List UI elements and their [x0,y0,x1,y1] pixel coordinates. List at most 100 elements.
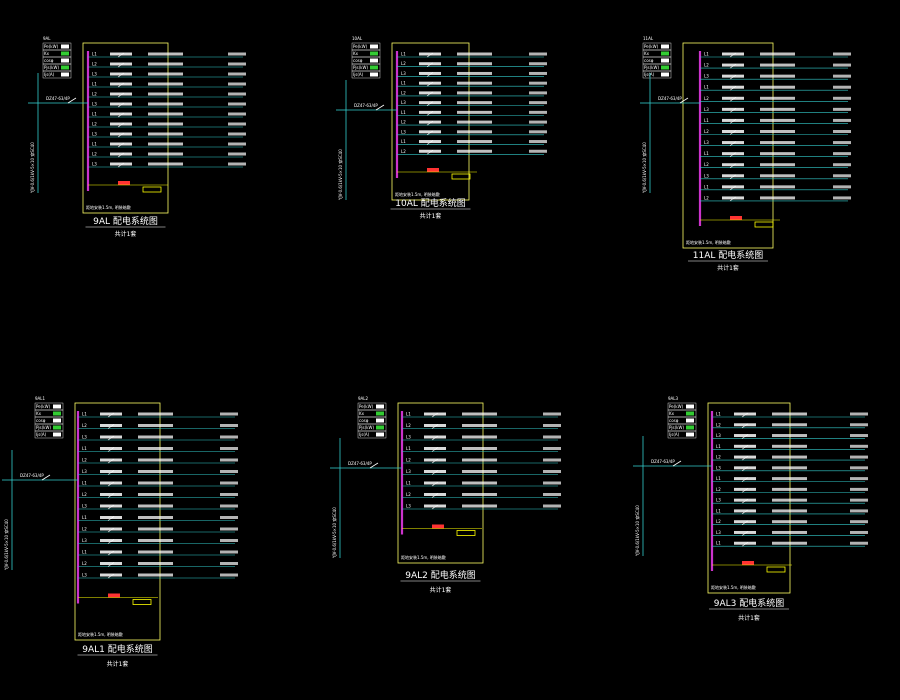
info-table-label: Pjs(kW) [359,425,374,430]
circuit-breaker-symbol [729,85,737,91]
info-table-value [376,418,384,423]
circuit-cable-spec [138,573,173,577]
circuit-load [543,470,561,473]
circuit-breaker-label [110,112,132,116]
circuit-breaker-label [419,71,441,75]
circuit-phase: L2 [82,458,87,463]
circuit-cable-spec [148,162,183,166]
circuit-breaker-label [734,444,756,448]
panel-note: 距地安装1.5m, 明装暗敷 [86,204,131,210]
circuit-phase: L1 [82,481,87,486]
meter-box [754,221,774,228]
info-table-value [61,72,69,77]
circuit-breaker-label [424,458,446,462]
circuit-breaker-symbol [431,424,439,429]
circuit-phase: L2 [704,96,709,101]
circuit-phase: L1 [92,142,97,147]
circuit-row: L2 [700,129,851,135]
circuit-breaker-label [424,447,446,450]
circuit-row: L2 [78,561,238,567]
circuit-row: L3 [712,433,868,439]
main-breaker-symbol [369,462,379,469]
circuit-phase: L3 [704,173,709,178]
circuit-phase: L3 [716,530,721,535]
circuit-phase: L1 [82,412,87,417]
circuit-load [220,470,238,473]
circuit-row: L2 [700,96,851,102]
circuit-breaker-symbol [107,470,115,475]
circuit-load [850,487,868,491]
circuit-breaker-symbol [107,424,115,429]
circuit-row: L3 [402,469,561,475]
circuit-phase: L3 [716,498,721,503]
info-table-label: Ijs(A) [36,432,47,437]
circuit-cable-spec [462,470,497,473]
panel-tag: 10AL [352,36,363,41]
info-table-label: Kx [353,51,359,56]
circuit-load [850,520,868,524]
panel-tag: 9AL3 [668,396,679,401]
circuit-row: L1 [78,550,238,556]
circuit-cable-spec [138,527,173,531]
circuit-row: L3 [712,530,868,536]
info-table-value [376,432,384,437]
circuit-load [833,85,851,89]
main-breaker-label: DZ47-63/4P [651,459,675,464]
info-table-value [61,65,69,70]
circuit-row: L3 [397,129,547,136]
info-table-label: cosφ [36,418,46,423]
circuit-cable-spec [462,481,497,485]
panel-frame [707,402,791,594]
circuit-row: L2 [712,455,868,461]
circuit-breaker-symbol [107,435,115,441]
circuit-load [543,458,561,462]
circuit-breaker-label [110,162,132,166]
main-breaker-symbol [679,97,689,104]
meter-box [142,186,162,193]
circuit-cable-spec [772,541,807,545]
circuit-row: L1 [88,142,246,148]
info-table-label: Ijs(A) [644,72,655,77]
main-breaker-label: DZ47-63/4P [354,103,378,108]
circuit-cable-spec [457,81,492,85]
circuit-cable-spec [760,118,795,122]
circuit-row: L1 [712,508,868,515]
panel-subtitle: 共计1套 [738,614,760,622]
circuit-load [220,412,238,416]
circuit-breaker-symbol [426,91,434,97]
info-table-value [53,404,61,409]
info-table-label: Pjs(kW) [36,425,51,430]
circuit-breaker-label [100,470,122,473]
circuit-cable-spec [760,152,795,156]
circuit-cable-spec [148,152,183,156]
info-table-label: Pjs(kW) [44,65,59,70]
panel-tag: 9AL2 [358,396,369,401]
info-table-label: Ijs(A) [353,72,364,77]
circuit-load [833,74,851,78]
circuit-row: L3 [78,538,238,544]
info-table-cell [34,430,64,439]
circuit-breaker-symbol [741,455,749,461]
circuit-phase: L3 [92,72,97,77]
circuit-load [228,102,246,106]
panel-note: 距地安装1.5m, 明装暗敷 [78,631,123,637]
circuit-row: L3 [88,102,246,108]
circuit-breaker-label [722,174,744,178]
circuit-cable-spec [760,85,795,89]
circuit-breaker-symbol [729,52,737,58]
info-table-value [376,404,384,409]
circuit-row: L3 [397,71,547,77]
circuit-load [850,455,868,459]
circuit-load [228,62,246,66]
circuit-breaker-label [419,101,441,105]
circuit-breaker-label [100,481,122,485]
circuit-breaker-symbol [426,120,434,126]
info-table-value [53,425,61,430]
circuit-row: L1 [397,52,547,58]
circuit-breaker-label [424,412,446,416]
circuit-load [220,573,238,577]
circuit-cable-spec [462,412,497,416]
circuit-row: L3 [78,469,238,475]
circuit-cable-spec [772,444,807,448]
circuit-load [833,174,851,178]
